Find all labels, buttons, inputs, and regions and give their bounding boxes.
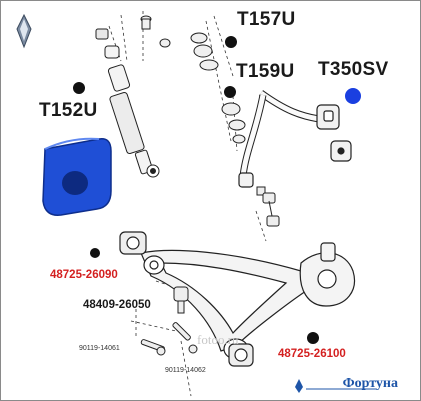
brand-diamond-logo: [16, 13, 32, 49]
marker-48725-26100: [307, 332, 319, 344]
label-48725-26090: 48725-26090: [50, 269, 118, 281]
adjust-bolts: [140, 322, 198, 356]
label-90119-14061: 90119-14061: [79, 345, 120, 352]
arm-bushing-rear: [228, 343, 254, 367]
stabilizer-link: [256, 186, 280, 227]
marker-48725-26090: [90, 248, 100, 258]
label-90119-14062: 90119-14062: [165, 367, 206, 374]
brand-small-logo: [295, 379, 303, 393]
marker-t350sv: [345, 88, 361, 104]
brand-name: Фортуна: [342, 376, 398, 391]
label-t157u: T157U: [237, 9, 296, 30]
marker-t159u: [224, 86, 236, 98]
steering-knuckle: [299, 242, 355, 307]
watermark: fotoo.ru: [197, 332, 239, 347]
label-t152u: T152U: [39, 100, 98, 121]
label-48725-26100: 48725-26100: [278, 348, 346, 360]
stabilizer-bar: [238, 90, 352, 188]
shock-absorber: [95, 28, 160, 178]
arm-bushing-front: [119, 231, 147, 255]
ball-joint-bolt: [173, 286, 189, 314]
label-t159u: T159U: [236, 61, 295, 82]
marker-t152u: [73, 82, 85, 94]
label-t350sv: T350SV: [318, 59, 389, 80]
label-48409-26050: 48409-26050: [83, 299, 151, 311]
upper-hardware: [140, 15, 246, 144]
stabilizer-bushing-blue: [42, 137, 112, 216]
marker-t157u: [225, 36, 237, 48]
